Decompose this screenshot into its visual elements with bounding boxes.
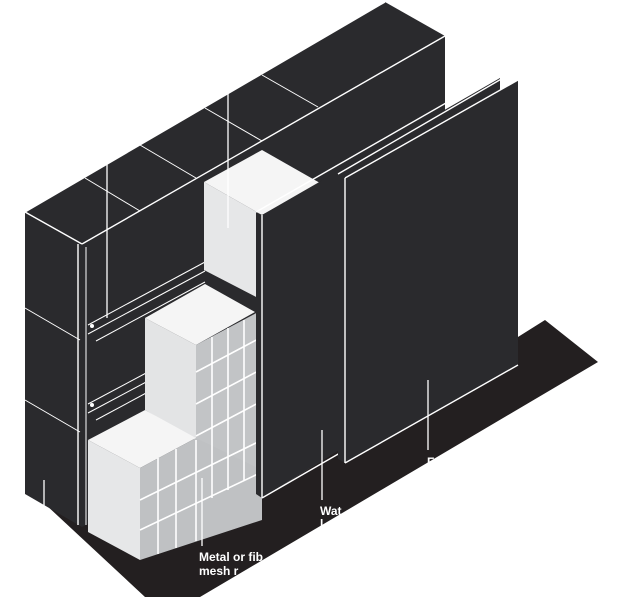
back-wall-front-top-edge <box>81 35 446 245</box>
top-joint <box>84 177 141 212</box>
back-wall-top-edge <box>24 1 386 213</box>
top-joint <box>261 74 319 108</box>
insulation-block-front-face <box>204 182 262 300</box>
callout-right-line1: F <box>427 455 434 469</box>
middle-panel-bottom-edge <box>261 452 341 499</box>
finish-panel-front <box>345 80 518 463</box>
finish-panel-top-edge-2 <box>344 79 519 179</box>
callout-mesh-line2: mesh r <box>199 564 239 578</box>
top-joint <box>139 144 197 179</box>
mounting-rail <box>87 371 149 421</box>
insulation-block-top-face <box>145 284 255 345</box>
insulation-block-front-face <box>145 318 196 440</box>
callout-water-line1: Wat <box>320 504 342 518</box>
middle-panel-edge <box>256 212 262 498</box>
back-wall-corner-edge <box>24 211 83 245</box>
insulation-block-top-face <box>88 410 196 468</box>
callout-water-line2: l <box>320 517 323 531</box>
callout-mesh-line1: Metal or fib <box>199 550 263 564</box>
middle-panel-top-edge <box>255 71 501 213</box>
back-wall-left-face <box>25 212 82 527</box>
top-joint <box>204 107 263 142</box>
back-wall-top-face <box>25 2 445 244</box>
insulation-block-side-face <box>140 438 262 560</box>
mesh-reinforcement <box>139 320 263 554</box>
finish-panel-top-edge <box>337 73 511 175</box>
finish-panel-edge <box>338 174 345 463</box>
insulation-block-front-face <box>88 440 140 560</box>
left-joint <box>24 307 81 341</box>
finish-panel-bottom-edge <box>344 364 519 464</box>
left-joint <box>24 399 81 433</box>
